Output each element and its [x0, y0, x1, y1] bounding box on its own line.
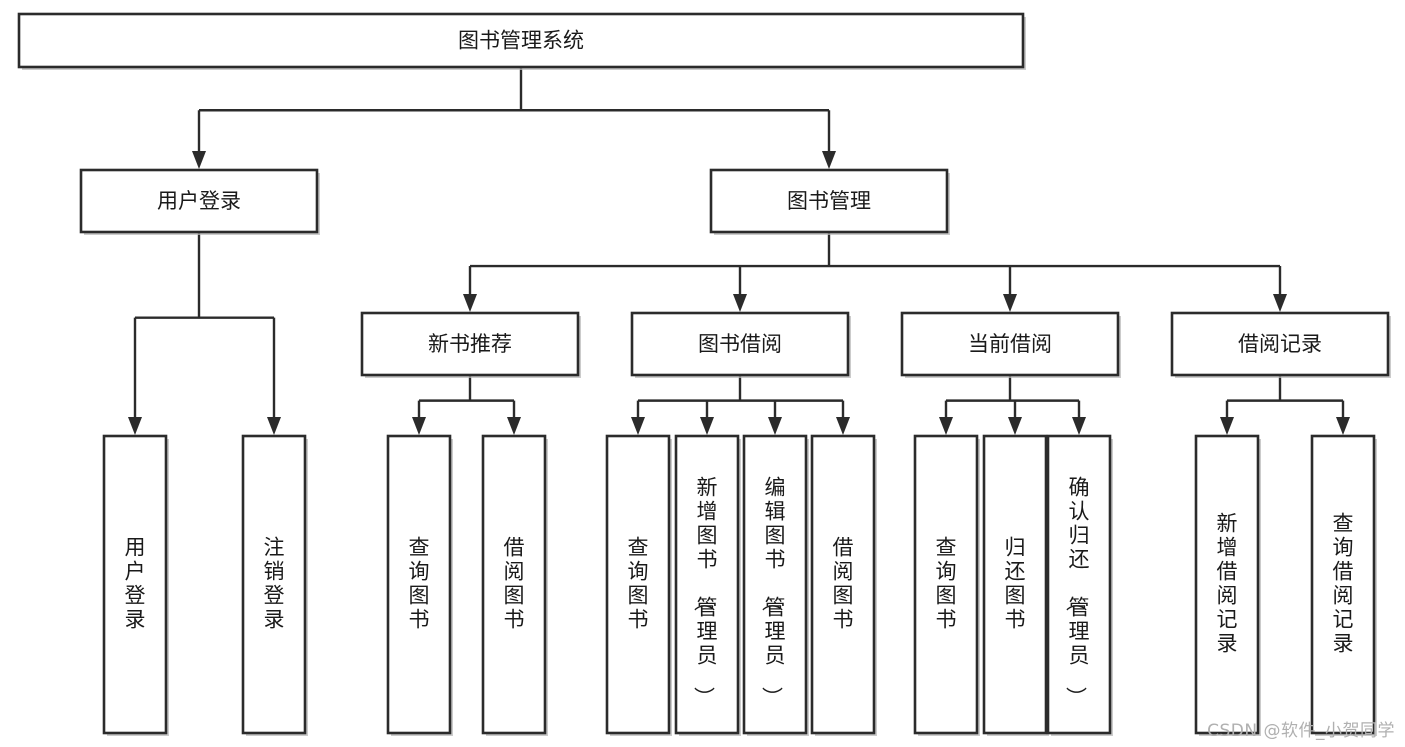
node-book-manage[interactable]: 图书管理 — [709, 168, 950, 235]
node-box[interactable] — [742, 434, 808, 735]
node-box[interactable] — [1194, 434, 1260, 735]
node-leaf-add-record[interactable]: 新增借阅记录 — [1194, 434, 1261, 736]
node-box[interactable] — [709, 168, 949, 234]
arrow-head-icon — [631, 417, 645, 435]
arrow-head-icon — [267, 417, 281, 435]
connector-group-new-book-recommend — [412, 375, 521, 435]
node-leaf-borrow-book-2[interactable]: 借阅图书 — [810, 434, 877, 736]
arrow-head-icon — [1220, 417, 1234, 435]
node-leaf-query-book-3[interactable]: 查询图书 — [913, 434, 980, 736]
node-label: 借阅图书 — [833, 536, 854, 632]
connectors-layer — [128, 67, 1350, 435]
arrow-head-icon — [1072, 417, 1086, 435]
arrow-head-icon — [733, 294, 747, 312]
node-leaf-logout[interactable]: 注销登录 — [241, 434, 308, 736]
node-borrow-record[interactable]: 借阅记录 — [1170, 311, 1391, 378]
arrow-head-icon — [836, 417, 850, 435]
node-label: 查询图书 — [936, 536, 957, 632]
arrow-head-icon — [463, 294, 477, 312]
node-box[interactable] — [79, 168, 319, 234]
node-label: 注销登录 — [264, 536, 285, 632]
node-box[interactable] — [17, 12, 1025, 69]
arrow-head-icon — [1003, 294, 1017, 312]
node-box[interactable] — [982, 434, 1048, 735]
node-box[interactable] — [674, 434, 740, 735]
arrow-head-icon — [1273, 294, 1287, 312]
arrow-head-icon — [700, 417, 714, 435]
nodes-layer: 图书管理系统用户登录图书管理新书推荐图书借阅当前借阅借阅记录用户登录注销登录查询… — [17, 12, 1391, 736]
node-root[interactable]: 图书管理系统 — [17, 12, 1026, 70]
node-label: 借阅图书 — [504, 536, 525, 632]
arrow-head-icon — [192, 151, 206, 169]
arrow-head-icon — [412, 417, 426, 435]
node-label: 确认归还（管理员） — [1064, 476, 1090, 708]
node-leaf-borrow-book-1[interactable]: 借阅图书 — [481, 434, 548, 736]
connector-group-root — [192, 67, 836, 169]
connector-group-borrow-record — [1220, 375, 1350, 435]
connector-group-user-login — [128, 232, 281, 435]
arrow-head-icon — [768, 417, 782, 435]
node-box[interactable] — [605, 434, 671, 735]
node-box[interactable] — [360, 311, 580, 377]
node-box[interactable] — [1170, 311, 1390, 377]
node-label: 新增图书（管理员） — [692, 476, 718, 708]
node-label: 查询借阅记录 — [1333, 512, 1354, 656]
node-box[interactable] — [810, 434, 876, 735]
node-leaf-query-book-1[interactable]: 查询图书 — [386, 434, 453, 736]
arrow-head-icon — [1336, 417, 1350, 435]
node-box[interactable] — [102, 434, 168, 735]
node-box[interactable] — [630, 311, 850, 377]
arrow-head-icon — [507, 417, 521, 435]
node-box[interactable] — [1310, 434, 1376, 735]
node-leaf-user-login[interactable]: 用户登录 — [102, 434, 169, 736]
arrow-head-icon — [1008, 417, 1022, 435]
node-box[interactable] — [1046, 434, 1112, 735]
node-label: 借阅记录 — [1238, 332, 1322, 356]
node-user-login[interactable]: 用户登录 — [79, 168, 320, 235]
node-box[interactable] — [913, 434, 979, 735]
node-box[interactable] — [481, 434, 547, 735]
node-label: 编辑图书（管理员） — [760, 476, 786, 708]
node-leaf-query-book-2[interactable]: 查询图书 — [605, 434, 672, 736]
node-leaf-confirm-return[interactable]: 确认归还（管理员） — [1046, 434, 1113, 736]
node-label: 查询图书 — [409, 536, 430, 632]
node-label: 用户登录 — [125, 536, 146, 632]
node-leaf-edit-book[interactable]: 编辑图书（管理员） — [742, 434, 809, 736]
node-leaf-add-book[interactable]: 新增图书（管理员） — [674, 434, 741, 736]
connector-group-book-borrow — [631, 375, 850, 435]
node-label: 当前借阅 — [968, 332, 1052, 356]
node-box[interactable] — [241, 434, 307, 735]
node-label: 图书借阅 — [698, 332, 782, 356]
node-label: 用户登录 — [157, 189, 241, 213]
node-label: 查询图书 — [628, 536, 649, 632]
node-label: 图书管理 — [787, 189, 871, 213]
node-label: 归还图书 — [1005, 536, 1026, 632]
node-label: 新增借阅记录 — [1217, 512, 1238, 656]
node-leaf-query-record[interactable]: 查询借阅记录 — [1310, 434, 1377, 736]
node-box[interactable] — [386, 434, 452, 735]
arrow-head-icon — [939, 417, 953, 435]
node-book-borrow[interactable]: 图书借阅 — [630, 311, 851, 378]
node-current-borrow[interactable]: 当前借阅 — [900, 311, 1121, 378]
node-box[interactable] — [900, 311, 1120, 377]
connector-group-current-borrow — [939, 375, 1086, 435]
node-new-book-recommend[interactable]: 新书推荐 — [360, 311, 581, 378]
arrow-head-icon — [822, 151, 836, 169]
node-label: 图书管理系统 — [458, 29, 584, 53]
connector-group-book-manage — [463, 232, 1287, 312]
node-leaf-return-book[interactable]: 归还图书 — [982, 434, 1049, 736]
node-label: 新书推荐 — [428, 332, 512, 356]
arrow-head-icon — [128, 417, 142, 435]
